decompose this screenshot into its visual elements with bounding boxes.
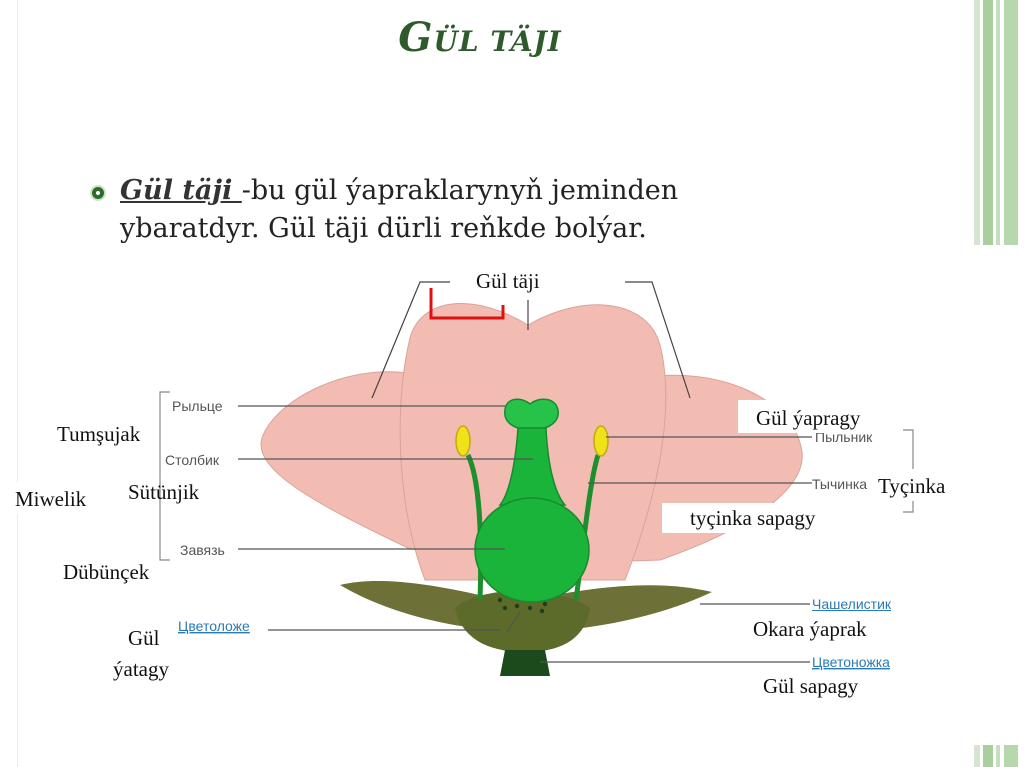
- stamen-label-box: [870, 469, 965, 501]
- corolla-red-bracket: [429, 288, 505, 320]
- rus-stigma-label: Рыльце: [172, 398, 223, 414]
- corolla-leader-left: [371, 281, 450, 399]
- sepal-label-box: [745, 611, 895, 644]
- filament-label-box: [662, 503, 844, 533]
- style-label: Sütünjik: [128, 480, 200, 504]
- corolla-label-box: [470, 268, 562, 296]
- rus-ovary-label: Завязь: [180, 542, 225, 558]
- corolla-leader-right: [625, 281, 691, 399]
- pedicel-label: Gül sapagy: [763, 674, 859, 698]
- slide-title: GÜL TÄJI: [398, 14, 562, 61]
- rus-receptacle-label: Цветоложе: [178, 618, 250, 634]
- bullet-item: Gül täji -bu gül ýapraklarynyň jeminden …: [86, 172, 786, 248]
- receptacle: [455, 590, 590, 652]
- left-anther: [455, 425, 471, 457]
- right-anther: [593, 425, 609, 457]
- right-decorative-stripes: [974, 0, 1024, 767]
- pistil-label: Miwelik: [15, 487, 87, 511]
- filament-label: tyçinka sapagy: [690, 506, 816, 530]
- rus-filament-label: Тычинка: [812, 476, 867, 492]
- pistil-bracket: [159, 391, 170, 561]
- rus-sepal-label: Чашелистик: [812, 596, 892, 612]
- bullet-term: Gül täji: [120, 175, 242, 206]
- left-border-line: [17, 0, 18, 767]
- left-filament: [465, 453, 484, 601]
- ovary: [474, 497, 590, 603]
- pedicel-label-box: [755, 671, 885, 703]
- bullet-text: Gül täji -bu gül ýapraklarynyň jeminden …: [120, 172, 786, 248]
- rus-pedicel-label: Цветоножка: [812, 654, 890, 670]
- pistil-label-box: [8, 482, 108, 514]
- pistil-style: [498, 427, 567, 506]
- receptacle-label-line1: Gül: [128, 626, 160, 650]
- bullet-definition: -bu gül ýapraklarynyň jeminden ybaratdyr…: [120, 175, 679, 244]
- receptacle-leader-tip: [506, 611, 521, 633]
- stigma: [504, 398, 559, 431]
- receptacle-label-line2: ýatagy: [113, 657, 169, 681]
- pedicel: [500, 650, 550, 676]
- corolla-label: Gül täji: [476, 269, 540, 293]
- stigma-label: Tumşujak: [57, 422, 141, 446]
- ovary-label: Dübünçek: [63, 560, 150, 584]
- petal-label: Gül ýapragy: [756, 406, 861, 430]
- petal-label-box: [738, 400, 888, 433]
- bullet-icon: [90, 185, 106, 201]
- sepal-label: Okara ýaprak: [753, 617, 867, 641]
- rus-style-label: Столбик: [165, 452, 220, 468]
- stamen-label: Tyçinka: [878, 474, 946, 498]
